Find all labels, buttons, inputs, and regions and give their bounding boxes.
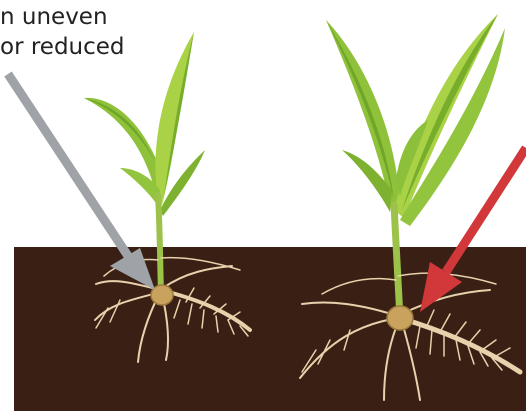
- left-plant-seed: [151, 285, 173, 305]
- right-plant-seed: [387, 306, 413, 330]
- caption-text: n uneven or reduced: [0, 2, 125, 62]
- caption-line-2: or reduced: [0, 32, 125, 62]
- right-plant-leaves: [326, 14, 505, 226]
- caption-line-1: n uneven: [0, 2, 125, 32]
- left-plant-stem: [158, 195, 161, 292]
